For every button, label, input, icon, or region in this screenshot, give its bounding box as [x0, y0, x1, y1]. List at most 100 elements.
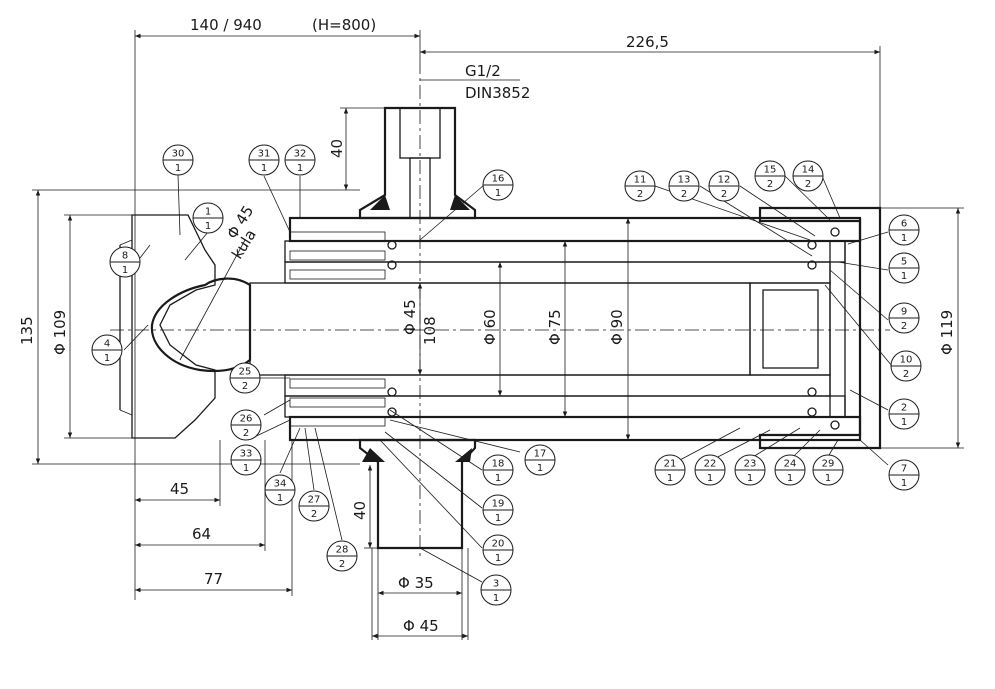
balloon-part-number: 12: [718, 175, 731, 186]
balloon-26: 262: [230, 409, 262, 441]
balloon-part-number: 32: [294, 149, 307, 160]
balloon-part-number: 18: [492, 459, 505, 470]
trunnion-block: [358, 438, 477, 550]
balloon-quantity: 2: [901, 321, 907, 332]
dim-d90: Φ 90: [608, 309, 626, 345]
balloon-20: 201: [482, 534, 514, 566]
balloon-quantity: 2: [805, 179, 811, 190]
balloon-part-number: 5: [901, 257, 907, 268]
balloon-quantity: 1: [297, 163, 303, 174]
ball-head: [150, 277, 252, 373]
balloon-17: 171: [524, 444, 556, 476]
dim-rod-dia: Φ 45: [401, 299, 419, 335]
balloon-part-number: 13: [678, 175, 691, 186]
dim-d75: Φ 75: [546, 309, 564, 345]
balloon-quantity: 1: [261, 163, 267, 174]
balloon-quantity: 2: [243, 428, 249, 439]
balloon-32: 321: [284, 144, 316, 176]
dim-len-77: 77: [204, 570, 223, 588]
balloon-7: 71: [888, 459, 920, 491]
balloon-10: 102: [890, 350, 922, 382]
dim-port-height-bottom: 40: [351, 501, 369, 520]
balloon-quantity: 1: [747, 473, 753, 484]
balloon-part-number: 23: [744, 459, 757, 470]
oil-port-block: [358, 106, 477, 220]
balloon-quantity: 2: [903, 369, 909, 380]
balloon-quantity: 1: [495, 553, 501, 564]
balloon-4: 41: [91, 334, 123, 366]
dimension-lines: [32, 30, 964, 640]
balloon-23: 231: [734, 454, 766, 486]
balloon-quantity: 1: [175, 163, 181, 174]
balloon-8: 81: [109, 246, 141, 278]
balloon-part-number: 4: [104, 339, 110, 350]
balloon-2: 21: [888, 398, 920, 430]
dim-d60: Φ 60: [481, 309, 499, 345]
dim-trunnion-45: Φ 45: [403, 617, 439, 635]
balloon-quantity: 1: [495, 473, 501, 484]
balloon-part-number: 25: [239, 367, 252, 378]
balloon-part-number: 11: [634, 175, 647, 186]
balloon-quantity: 2: [242, 381, 248, 392]
balloon-part-number: 27: [308, 495, 321, 506]
dim-len-45: 45: [170, 480, 189, 498]
balloon-6: 61: [888, 214, 920, 246]
balloon-16: 161: [482, 169, 514, 201]
end-cap: [758, 206, 882, 450]
balloon-quantity: 2: [311, 509, 317, 520]
dim-stroke-note: (H=800): [312, 16, 376, 34]
balloon-part-number: 16: [492, 174, 505, 185]
balloon-part-number: 34: [274, 479, 287, 490]
balloon-15: 152: [754, 160, 786, 192]
balloon-quantity: 1: [277, 493, 283, 504]
balloon-part-number: 14: [802, 165, 815, 176]
balloon-33: 331: [230, 444, 262, 476]
balloon-part-number: 9: [901, 307, 907, 318]
balloon-part-number: 31: [258, 149, 271, 160]
balloon-quantity: 1: [495, 188, 501, 199]
dim-108: 108: [421, 316, 439, 345]
dim-base-dia: Φ 109: [51, 310, 69, 355]
balloon-part-number: 24: [784, 459, 797, 470]
dim-port-thread: G1/2: [465, 62, 501, 80]
balloon-34: 341: [264, 474, 296, 506]
balloon-18: 181: [482, 454, 514, 486]
dim-end-dia: Φ 119: [938, 310, 956, 355]
balloon-quantity: 2: [637, 189, 643, 200]
balloon-24: 241: [774, 454, 806, 486]
balloon-quantity: 1: [901, 478, 907, 489]
balloon-29: 291: [812, 454, 844, 486]
balloon-quantity: 1: [104, 353, 110, 364]
inner-rod: [249, 282, 831, 376]
balloon-quantity: 1: [787, 473, 793, 484]
balloon-part-number: 8: [122, 251, 128, 262]
balloon-27: 272: [298, 490, 330, 522]
dimension-labels: 140 / 940 (H=800) 226,5 G1/2 DIN3852 40 …: [18, 16, 956, 635]
balloon-part-number: 26: [240, 414, 253, 425]
balloon-quantity: 2: [339, 559, 345, 570]
balloon-quantity: 1: [667, 473, 673, 484]
balloon-quantity: 1: [707, 473, 713, 484]
balloon-12: 122: [708, 170, 740, 202]
balloon-part-number: 3: [493, 579, 499, 590]
balloon-quantity: 1: [825, 473, 831, 484]
balloon-quantity: 2: [681, 189, 687, 200]
balloon-part-number: 22: [704, 459, 717, 470]
dim-port-height-top: 40: [328, 139, 346, 158]
base-mount: [119, 214, 216, 439]
balloon-21: 211: [654, 454, 686, 486]
balloon-quantity: 1: [901, 271, 907, 282]
balloon-part-number: 15: [764, 165, 777, 176]
balloon-22: 221: [694, 454, 726, 486]
balloon-part-number: 10: [900, 355, 913, 366]
balloon-11: 112: [624, 170, 656, 202]
balloon-part-number: 28: [336, 545, 349, 556]
dim-trunnion-35: Φ 35: [398, 574, 434, 592]
balloon-part-number: 17: [534, 449, 547, 460]
balloon-part-number: 30: [172, 149, 185, 160]
balloon-1: 11: [192, 202, 224, 234]
balloon-leaders: [123, 174, 893, 583]
balloon-31: 311: [248, 144, 280, 176]
balloon-quantity: 2: [721, 189, 727, 200]
